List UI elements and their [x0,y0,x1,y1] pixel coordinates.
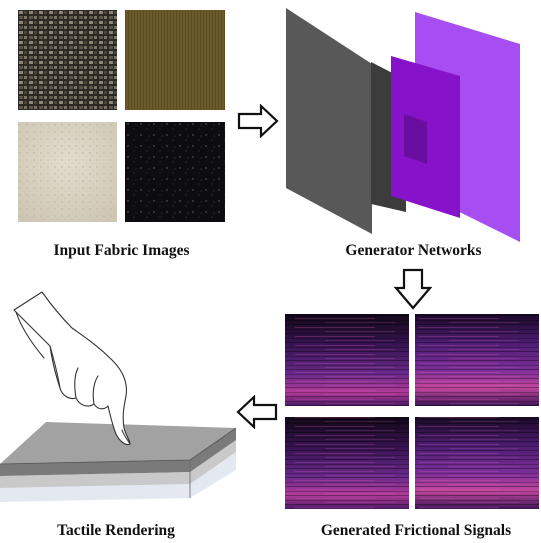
generator-layer-1 [286,8,372,234]
spectrogram-bottom-right [415,417,539,509]
right-arrow-icon [237,104,279,138]
spectrogram-bottom-left [285,417,409,509]
frictional-signal-spectrograms [285,314,539,509]
pointing-hand-icon [13,291,131,446]
fabric-image-woven [18,10,117,110]
touch-surface-slab [0,422,237,502]
left-arrow-icon [236,395,278,429]
generated-frictional-signals-caption: Generated Frictional Signals [320,522,512,539]
fabric-image-olive [125,10,225,110]
cream-fabric-texture [18,122,117,222]
spectrogram-top-left [285,314,409,406]
input-fabric-images-caption: Input Fabric Images [53,242,190,259]
down-arrow-icon [394,268,432,310]
generator-network-layers [286,8,520,242]
woven-fabric-texture [18,10,117,110]
fabric-image-cream [18,122,117,222]
black-fabric-texture [125,122,225,222]
fabric-image-black [125,122,225,222]
tactile-rendering-caption: Tactile Rendering [57,522,175,539]
olive-fabric-texture [125,10,225,110]
generator-networks-caption: Generator Networks [345,242,482,259]
tactile-rendering-illustration [0,291,237,502]
spectrogram-top-right [415,314,539,406]
